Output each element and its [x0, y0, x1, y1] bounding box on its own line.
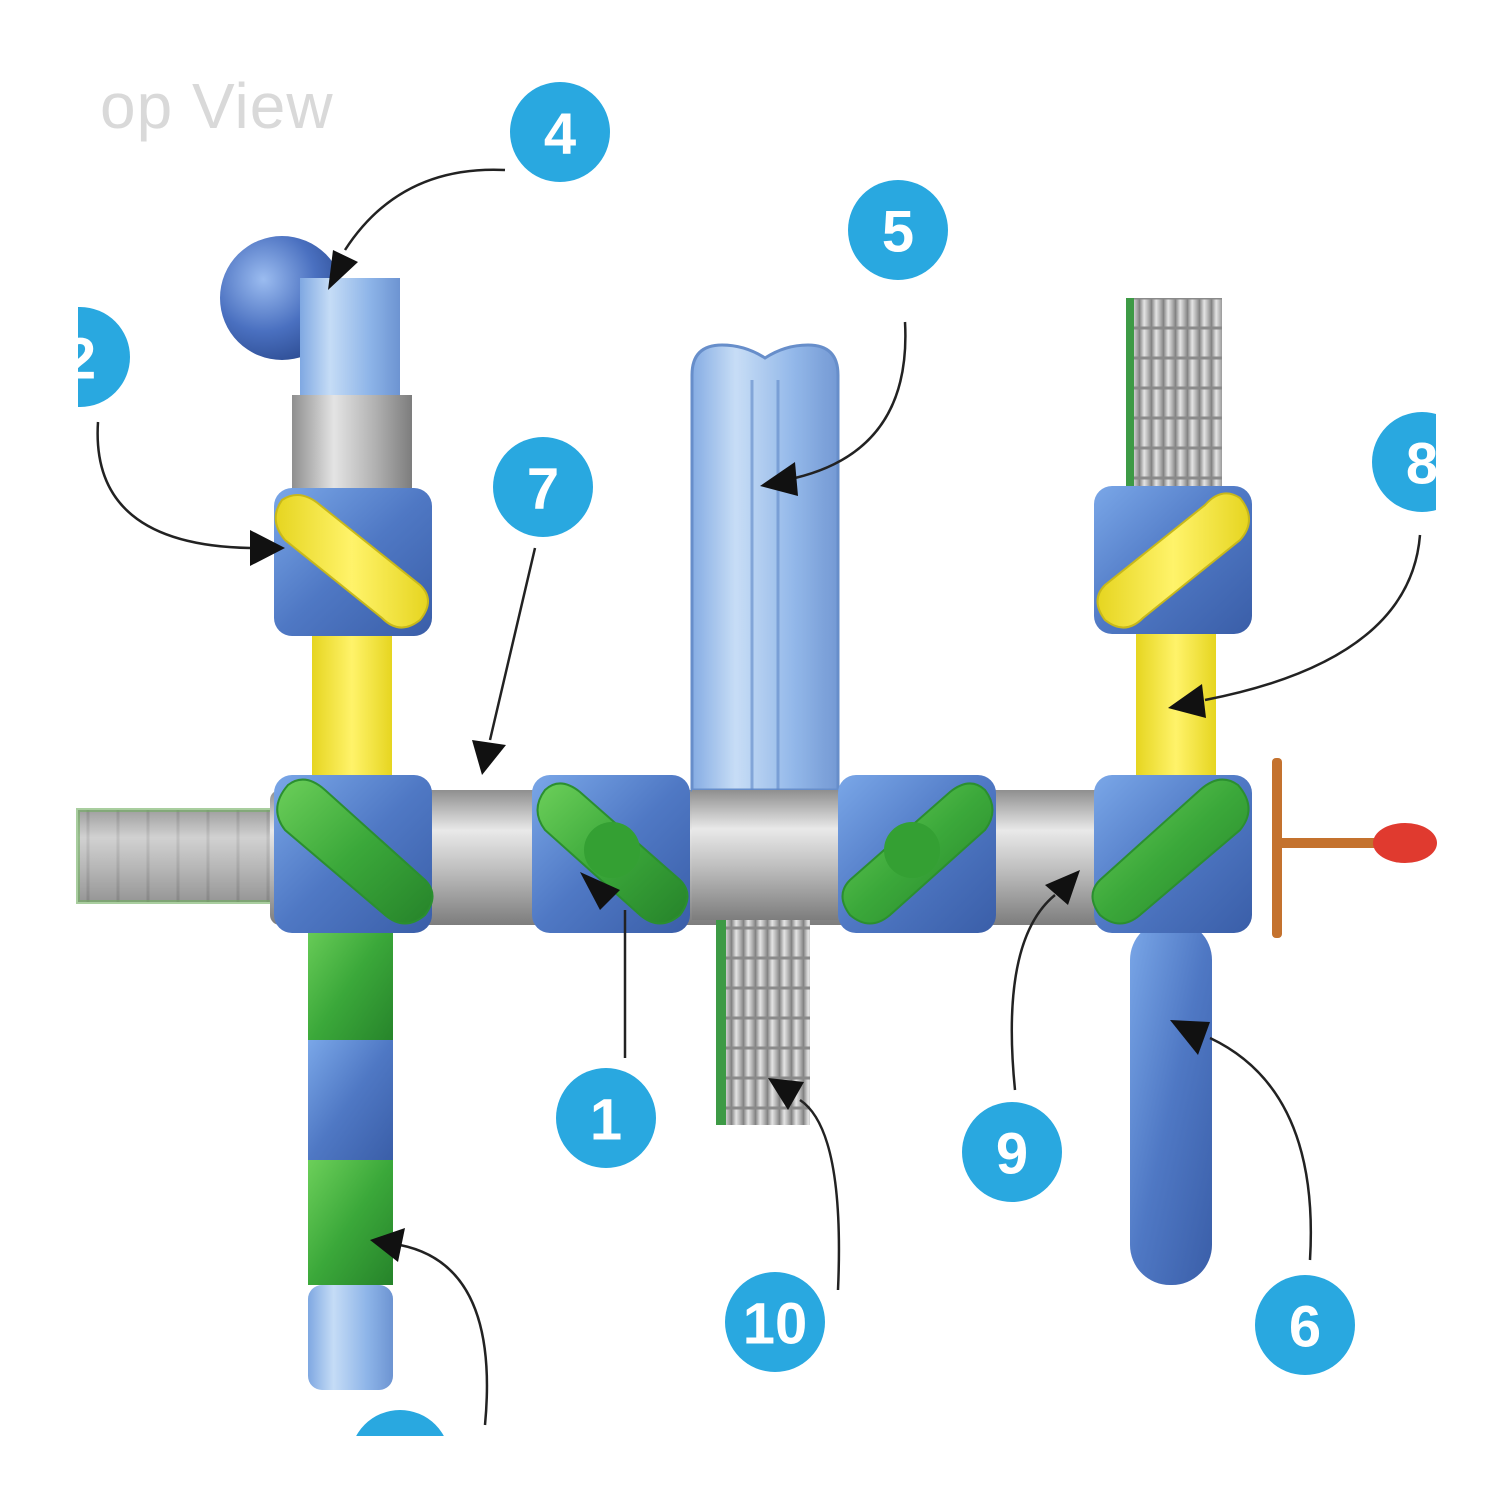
callout-7-label: 7 [527, 457, 559, 522]
left-upper-assembly [220, 236, 432, 795]
callout-9: 9 [962, 1102, 1062, 1202]
callout-1: 1 [556, 1068, 656, 1168]
callout-6-label: 6 [1289, 1295, 1321, 1360]
callout-4-label: 4 [544, 102, 576, 167]
arrowhead-1 [580, 872, 620, 910]
arrowhead-2 [250, 530, 285, 566]
leader-3 [399, 1243, 489, 1426]
callout-6: 6 [1255, 1275, 1355, 1375]
callout-8: 8 [1372, 412, 1438, 512]
arrowhead-9 [1045, 870, 1080, 905]
clamp-center-left [532, 775, 690, 933]
callout-8-label: 8 [1406, 432, 1438, 497]
clamp-left-corner [274, 775, 434, 933]
clamp-center-right [838, 775, 996, 933]
arrowhead-10 [768, 1078, 804, 1110]
arrowhead-8 [1168, 684, 1206, 718]
callout-9-label: 9 [996, 1122, 1028, 1187]
callout-2-label: 2 [64, 327, 96, 392]
clamp-right-corner [1091, 775, 1252, 933]
callout-1-label: 1 [590, 1088, 622, 1153]
callout-4: 4 [510, 82, 610, 182]
leader-6 [1209, 1036, 1313, 1261]
right-lower-pin [1130, 920, 1212, 1285]
leader-lines [96, 168, 1422, 1426]
leader-7 [488, 547, 537, 741]
callout-10: 10 [725, 1272, 825, 1372]
arrowhead-6 [1170, 1020, 1210, 1055]
leader-5 [794, 321, 907, 480]
leader-8 [1204, 534, 1422, 702]
callout-5-label: 5 [882, 200, 914, 265]
arrowhead-4 [328, 250, 358, 290]
arrowhead-3 [370, 1228, 405, 1262]
right-upper-assembly [1094, 298, 1252, 798]
callout-5: 5 [848, 180, 948, 280]
leader-10 [799, 1098, 841, 1291]
left-lower-assembly [308, 920, 393, 1390]
leader-4 [343, 168, 506, 251]
red-pin-end [1272, 758, 1437, 938]
central-plate [690, 343, 840, 792]
arrowhead-5 [760, 462, 798, 496]
callout-10-label: 10 [743, 1292, 808, 1357]
leader-2 [96, 421, 251, 550]
arrowhead-7 [472, 740, 506, 775]
leader-9 [1010, 894, 1056, 1091]
callout-2: 2 [64, 307, 130, 407]
diagram-title: op View [100, 70, 334, 142]
left-threaded-bar [76, 808, 280, 904]
callout-7: 7 [493, 437, 593, 537]
callout-3 [356, 1410, 444, 1436]
